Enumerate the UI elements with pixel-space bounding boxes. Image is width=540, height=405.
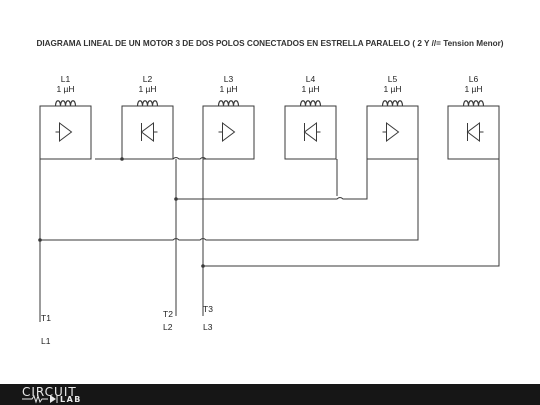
inductor-coil-icon <box>381 100 404 107</box>
logo-lab-text: LAB <box>60 395 82 404</box>
coil-block: L11 µH <box>39 74 92 160</box>
wire-bus-top <box>95 157 254 160</box>
inductor-coil-icon <box>299 100 322 107</box>
logo-circuit-text: CIRCUIT <box>22 385 77 399</box>
coil-box <box>447 105 500 160</box>
circuitlab-logo-icon <box>22 394 58 404</box>
coil-box <box>202 105 255 160</box>
diode-lead <box>304 123 321 141</box>
junction-dot <box>174 197 178 201</box>
wire-bus-3 <box>203 106 500 267</box>
coil-block: L21 µH <box>121 74 174 160</box>
coil-value-label: 1 µH <box>383 84 401 94</box>
inductor-coil-icon <box>217 100 240 107</box>
coil-name-label: L1 <box>61 74 71 84</box>
coil-name-label: L6 <box>469 74 479 84</box>
coil-box <box>366 105 419 160</box>
terminal-t3-label: T3 <box>203 304 213 314</box>
inductor-coil-icon <box>54 100 77 107</box>
line-l3-label: L3 <box>203 322 213 332</box>
junction-dot <box>120 157 124 161</box>
diode-icon <box>59 122 73 142</box>
junction-dot <box>201 264 205 268</box>
wire-bus-2 <box>40 159 419 241</box>
diode-lead <box>467 123 484 141</box>
footer-bar: CIRCUIT LAB <box>0 384 540 405</box>
terminal-t2-label: T2 <box>163 309 173 319</box>
coil-name-label: L2 <box>143 74 153 84</box>
coil-value-label: 1 µH <box>301 84 319 94</box>
coil-box <box>39 105 92 160</box>
circuit-schematic: DIAGRAMA LINEAL DE UN MOTOR 3 DE DOS POL… <box>36 39 503 346</box>
diode-icon <box>386 122 400 142</box>
coil-value-label: 1 µH <box>56 84 74 94</box>
diagram-title: DIAGRAMA LINEAL DE UN MOTOR 3 DE DOS POL… <box>36 39 503 48</box>
diode-icon <box>140 122 154 142</box>
line-l2-label: L2 <box>163 322 173 332</box>
coil-box <box>284 105 337 160</box>
coil-name-label: L4 <box>306 74 316 84</box>
coil-value-label: 1 µH <box>138 84 156 94</box>
coil-block: L41 µH <box>284 74 337 160</box>
coil-block: L51 µH <box>366 74 419 160</box>
coil-box <box>121 105 174 160</box>
coil-block: L31 µH <box>202 74 255 160</box>
line-l1-label: L1 <box>41 336 51 346</box>
diode-icon <box>466 122 480 142</box>
inductor-coil-icon <box>462 100 485 107</box>
wire-bus-1 <box>176 159 368 200</box>
diode-icon <box>303 122 317 142</box>
coil-name-label: L5 <box>388 74 398 84</box>
coil-value-label: 1 µH <box>219 84 237 94</box>
inductor-coil-icon <box>136 100 159 107</box>
diode-icon <box>222 122 236 142</box>
diode-lead <box>141 123 158 141</box>
coil-value-label: 1 µH <box>464 84 482 94</box>
terminal-t1-label: T1 <box>41 313 51 323</box>
junction-dot <box>38 238 42 242</box>
coil-block: L61 µH <box>447 74 500 160</box>
coil-name-label: L3 <box>224 74 234 84</box>
